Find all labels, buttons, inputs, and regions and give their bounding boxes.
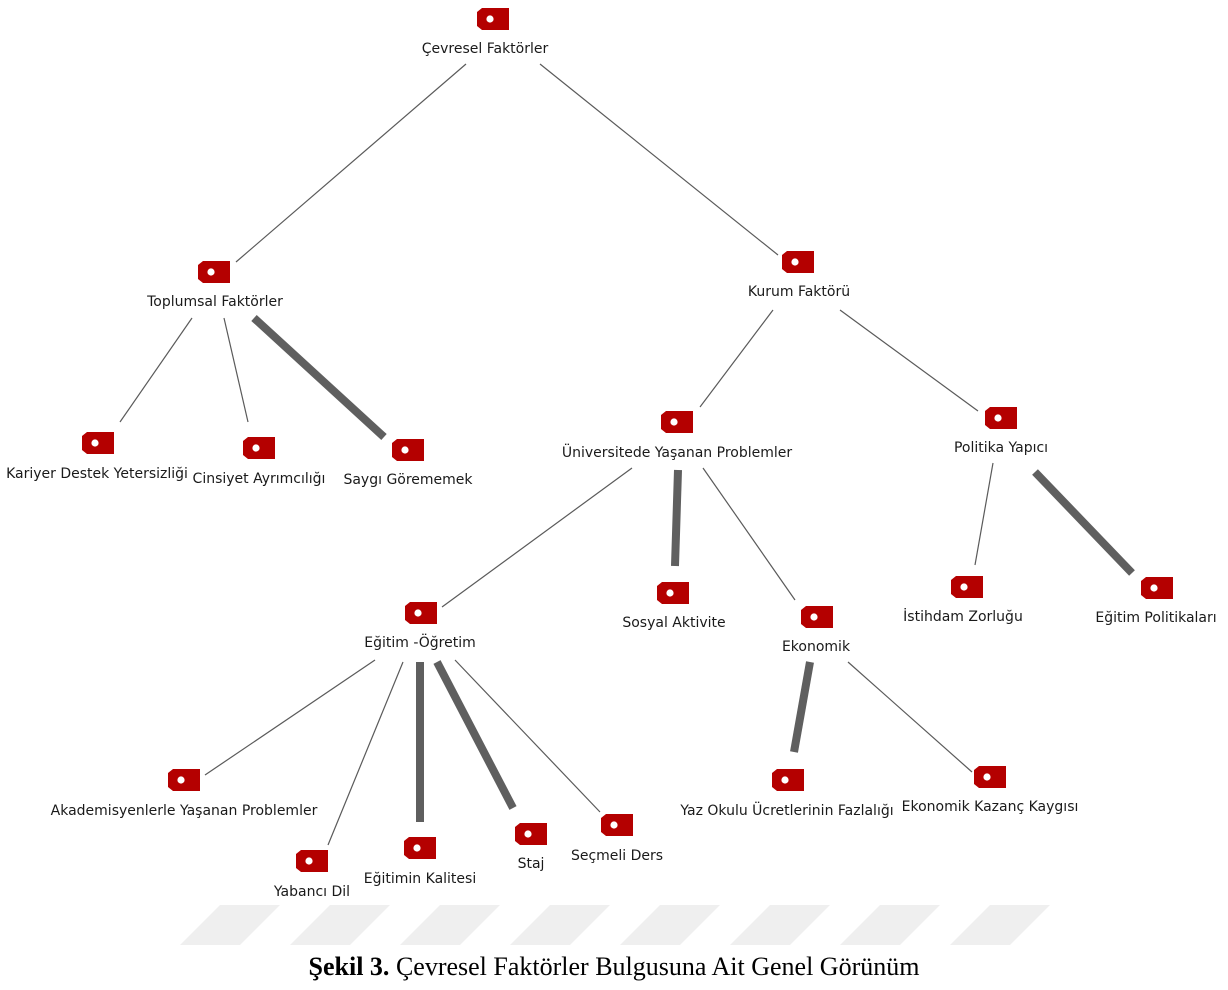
edge-toplumsal-kariyer xyxy=(119,317,193,423)
tag-icon xyxy=(601,814,633,836)
node-toplumsal: Toplumsal Faktörler xyxy=(146,261,283,310)
node-label: Üniversitede Yaşanan Problemler xyxy=(562,443,792,461)
node-kazanc: Ekonomik Kazanç Kaygısı xyxy=(902,766,1079,815)
node-kariyer: Kariyer Destek Yetersizliği xyxy=(6,432,188,482)
node-egitim: Eğitim -Öğretim xyxy=(364,602,476,651)
tag-icon xyxy=(657,582,689,604)
node-label: Sosyal Aktivite xyxy=(622,615,725,631)
edge-universite-egitim xyxy=(441,467,633,608)
node-label: Yabancı Dil xyxy=(273,884,350,900)
node-saygi: Saygı Görememek xyxy=(343,439,473,488)
edge-universite-sosyal xyxy=(671,469,682,567)
node-label: İstihdam Zorluğu xyxy=(903,607,1023,625)
node-label: Seçmeli Ders xyxy=(571,848,663,864)
edge-egitim-staj xyxy=(433,660,517,810)
node-kalite: Eğitimin Kalitesi xyxy=(364,837,476,887)
edges-layer xyxy=(119,63,1135,846)
edge-politika-istihdam xyxy=(974,462,994,566)
node-label: Staj xyxy=(518,856,545,872)
node-staj: Staj xyxy=(515,823,547,872)
node-label: Eğitimin Kalitesi xyxy=(364,871,476,887)
node-label: Akademisyenlerle Yaşanan Problemler xyxy=(51,803,318,819)
edge-kurum-politika xyxy=(839,309,979,412)
node-kurum: Kurum Faktörü xyxy=(748,251,850,300)
edge-egitim-yabanci xyxy=(327,661,404,846)
tag-icon xyxy=(772,769,804,791)
node-label: Ekonomik xyxy=(782,639,851,655)
edge-kurum-universite xyxy=(699,309,774,408)
node-label: Eğitim Politikaları xyxy=(1095,610,1216,626)
edge-toplumsal-cinsiyet xyxy=(223,317,249,423)
node-egitimpol: Eğitim Politikaları xyxy=(1095,577,1217,626)
node-secmeli: Seçmeli Ders xyxy=(571,814,663,864)
edge-ekonomik-kazanc xyxy=(847,661,973,773)
tag-icon xyxy=(974,766,1006,788)
tag-icon xyxy=(985,407,1017,429)
tag-icon xyxy=(168,769,200,791)
tag-icon xyxy=(243,437,275,459)
tag-icon xyxy=(515,823,547,845)
tag-icon xyxy=(782,251,814,273)
edge-toplumsal-saygi xyxy=(251,315,387,440)
tag-icon xyxy=(951,576,983,598)
edge-egitim-secmeli xyxy=(454,659,601,813)
node-politika: Politika Yapıcı xyxy=(954,407,1048,456)
node-label: Kurum Faktörü xyxy=(748,284,850,300)
node-label: Yaz Okulu Ücretlerinin Fazlalığı xyxy=(679,801,893,819)
node-ekonomik: Ekonomik xyxy=(782,606,851,655)
node-label: Toplumsal Faktörler xyxy=(146,294,283,310)
node-label: Saygı Görememek xyxy=(343,472,473,488)
tag-icon xyxy=(82,432,114,454)
edge-egitim-akademisyen xyxy=(204,659,376,776)
edge-root-toplumsal xyxy=(235,63,467,263)
node-universite: Üniversitede Yaşanan Problemler xyxy=(562,411,792,461)
caption-prefix: Şekil 3. xyxy=(308,952,390,981)
node-label: Kariyer Destek Yetersizliği xyxy=(6,466,188,482)
tag-icon xyxy=(392,439,424,461)
caption-text: Çevresel Faktörler Bulgusuna Ait Genel G… xyxy=(395,952,920,981)
node-label: Politika Yapıcı xyxy=(954,440,1048,456)
edge-ekonomik-yazokulu xyxy=(790,661,814,753)
tag-icon xyxy=(296,850,328,872)
tag-icon xyxy=(405,602,437,624)
tag-icon xyxy=(198,261,230,283)
figure-caption: Şekil 3. Çevresel Faktörler Bulgusuna Ai… xyxy=(0,952,1228,982)
node-cinsiyet: Cinsiyet Ayrımcılığı xyxy=(193,437,326,487)
node-yabanci: Yabancı Dil xyxy=(273,850,350,900)
node-label: Cinsiyet Ayrımcılığı xyxy=(193,471,326,487)
node-label: Çevresel Faktörler xyxy=(422,41,549,57)
node-root: Çevresel Faktörler xyxy=(422,8,549,57)
node-yazokulu: Yaz Okulu Ücretlerinin Fazlalığı xyxy=(679,769,894,819)
tag-icon xyxy=(661,411,693,433)
node-istihdam: İstihdam Zorluğu xyxy=(903,576,1023,625)
node-label: Ekonomik Kazanç Kaygısı xyxy=(902,799,1079,815)
edge-politika-egitimpol xyxy=(1032,469,1135,576)
tag-icon xyxy=(477,8,509,30)
node-label: Eğitim -Öğretim xyxy=(364,633,476,651)
node-sosyal: Sosyal Aktivite xyxy=(622,582,726,631)
tag-icon xyxy=(1141,577,1173,599)
watermark xyxy=(170,905,1060,945)
tag-icon xyxy=(801,606,833,628)
edge-root-kurum xyxy=(539,63,779,256)
tag-icon xyxy=(404,837,436,859)
node-akademisyen: Akademisyenlerle Yaşanan Problemler xyxy=(51,769,318,819)
edge-universite-ekonomik xyxy=(702,467,796,601)
